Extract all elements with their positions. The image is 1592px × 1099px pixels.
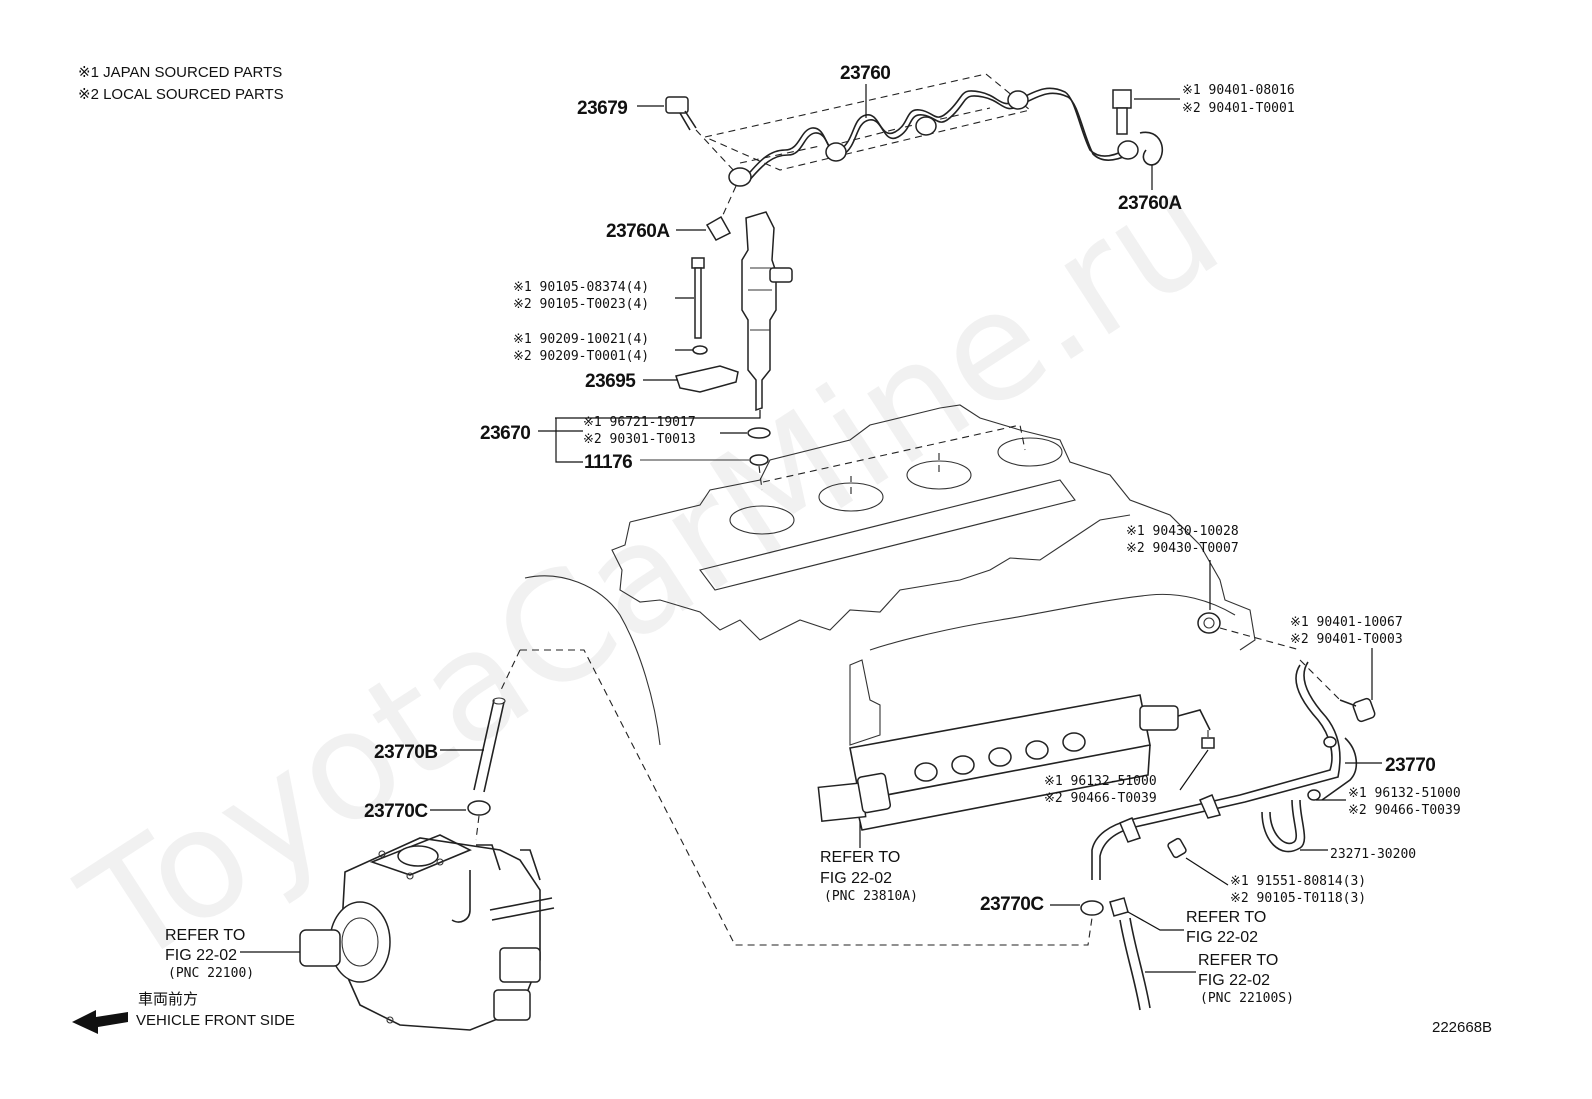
label-90209-2: ※2 90209-T0001(4) (513, 349, 649, 364)
supply-pump (299, 834, 555, 1031)
label-11176: 11176 (584, 452, 632, 473)
clamp-23770C-left (467, 800, 491, 816)
part-23679-fitting (665, 96, 736, 173)
watermark: ToyotaCarMine.ru (54, 141, 1249, 1001)
ref-fig-line3: (PNC 22100S) (1200, 991, 1294, 1006)
label-96721-1: ※1 96721-19017 (583, 415, 696, 430)
figure-id: 222668B (1432, 1019, 1492, 1036)
gasket-90430 (1197, 612, 1301, 651)
label-96132a-1: ※1 96132-51000 (1044, 774, 1157, 789)
clip-96132-a (1201, 730, 1215, 749)
union-bolt-90401 (1299, 659, 1376, 723)
ref-pump-line3: (PNC 22100) (168, 966, 254, 981)
bolt-91551 (1167, 837, 1187, 859)
label-91551-2: ※2 90105-T0118(3) (1230, 891, 1366, 906)
common-rail (817, 659, 1211, 831)
union-bolt-top (1112, 89, 1164, 166)
label-23770C-left: 23770C (364, 801, 428, 822)
gasket-11176 (749, 454, 769, 466)
ref-rail-line1: REFER TO (820, 849, 900, 866)
direction-en: VEHICLE FRONT SIDE (136, 1012, 295, 1029)
label-23679: 23679 (577, 98, 627, 119)
label-bolt-top-2: ※2 90401-T0001 (1182, 101, 1295, 116)
label-23760A-left: 23760A (606, 221, 670, 242)
o-ring-96721 (747, 427, 771, 439)
ref-fig-line1: REFER TO (1198, 952, 1278, 969)
ref-hose-line2: FIG 22-02 (1186, 929, 1258, 946)
injection-pipe-assembly (703, 73, 1139, 187)
label-23271: 23271-30200 (1330, 847, 1416, 862)
injector-23670 (741, 211, 793, 412)
label-96721-2: ※2 90301-T0013 (583, 432, 696, 447)
label-90105-2: ※2 90105-T0023(4) (513, 297, 649, 312)
cylinder-head-outline (524, 404, 1256, 746)
label-96132b-2: ※2 90466-T0039 (1348, 803, 1461, 818)
label-90430-2: ※2 90430-T0007 (1126, 541, 1239, 556)
label-90105-1: ※1 90105-08374(4) (513, 280, 649, 295)
label-90401-2: ※2 90401-T0003 (1290, 632, 1403, 647)
clamp-23770C-right (1080, 897, 1151, 1011)
hose-23770B (473, 697, 506, 793)
return-pipe-23770 (1091, 661, 1358, 880)
routing-dashed-line (520, 649, 1093, 946)
direction-jp: 車両前方 (138, 991, 198, 1008)
ref-pump-line2: FIG 22-02 (165, 947, 237, 964)
ref-fig-line2: FIG 22-02 (1198, 972, 1270, 989)
label-96132a-2: ※2 90466-T0039 (1044, 791, 1157, 806)
label-90401-1: ※1 90401-10067 (1290, 615, 1403, 630)
label-bolt-top-1: ※1 90401-08016 (1182, 83, 1295, 98)
clamp-23695 (675, 365, 739, 393)
legend-local-sourced: ※2 LOCAL SOURCED PARTS (78, 86, 284, 103)
label-23770: 23770 (1385, 755, 1435, 776)
legend-japan-sourced: ※1 JAPAN SOURCED PARTS (78, 64, 282, 81)
label-90209-1: ※1 90209-10021(4) (513, 332, 649, 347)
label-23770B: 23770B (374, 742, 438, 763)
label-96132b-1: ※1 96132-51000 (1348, 786, 1461, 801)
ref-rail-line2: FIG 22-02 (820, 870, 892, 887)
bolt-90105 (691, 257, 705, 339)
label-91551-1: ※1 91551-80814(3) (1230, 874, 1366, 889)
label-23695: 23695 (585, 371, 636, 392)
hose-23271 (1261, 799, 1306, 853)
ref-hose-line1: REFER TO (1186, 909, 1266, 926)
ref-pump-line1: REFER TO (165, 927, 245, 944)
label-23670: 23670 (480, 423, 530, 444)
clamp-23760A (705, 185, 737, 241)
label-90430-1: ※1 90430-10028 (1126, 524, 1239, 539)
washer-90209 (692, 345, 708, 355)
label-23760A-right: 23760A (1118, 193, 1182, 214)
ref-rail-line3: (PNC 23810A) (824, 889, 918, 904)
vehicle-front-arrow (72, 1010, 128, 1034)
label-23770C-right: 23770C (980, 894, 1044, 915)
label-23760: 23760 (840, 63, 890, 84)
